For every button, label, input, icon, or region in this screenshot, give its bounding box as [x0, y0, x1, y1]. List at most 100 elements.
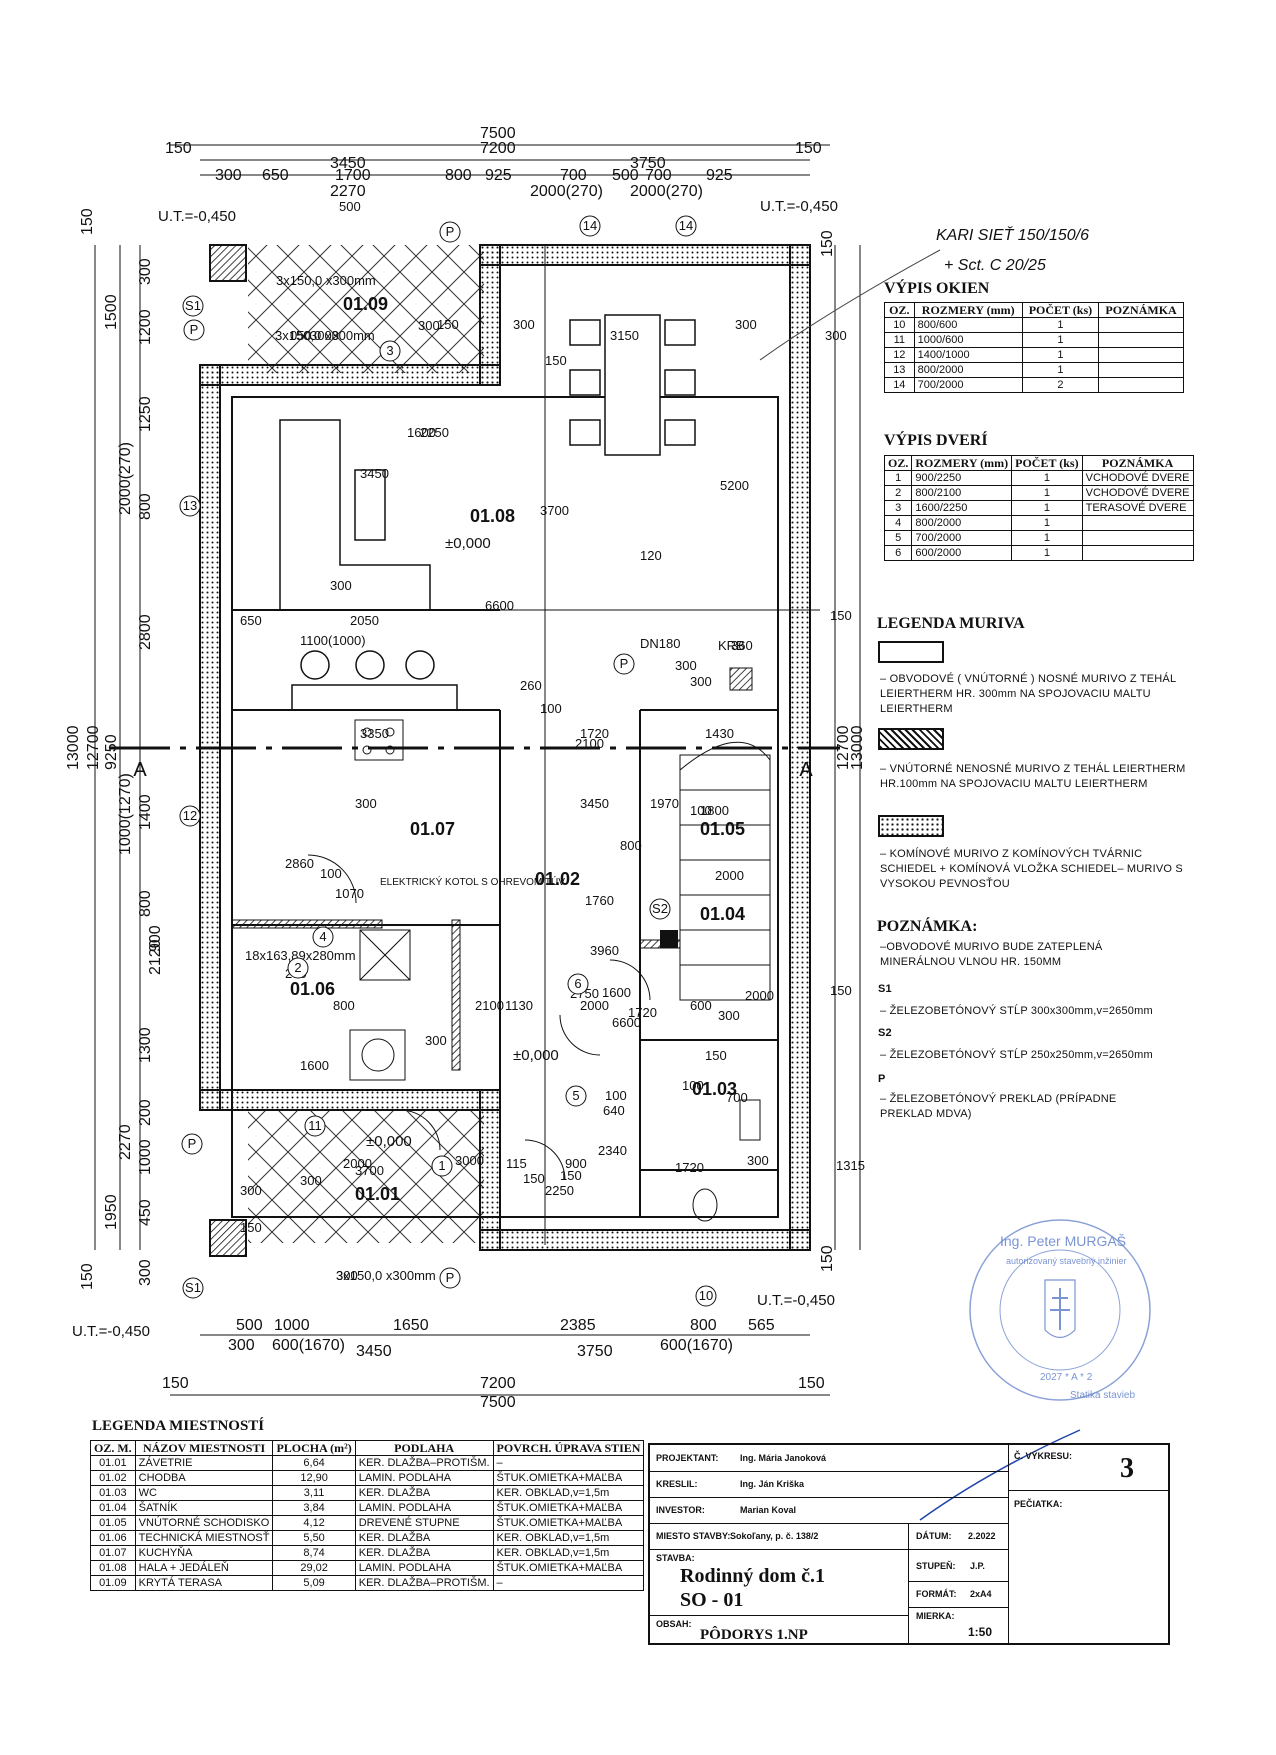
note-title: POZNÁMKA:: [877, 918, 978, 935]
table-cell: VCHODOVÉ DVERE: [1081, 470, 1194, 486]
table-cell: 01.04: [90, 1500, 136, 1516]
dimension-label: 2000: [745, 988, 774, 1003]
floor-level-2: ±0,000: [513, 1047, 559, 1064]
dimension-label: 115: [506, 1156, 527, 1171]
dimension-label: 300: [355, 796, 377, 811]
note-s1: – ŽELEZOBETÓNOVÝ STĹP 300x300mm,v=2650mm: [880, 1005, 1153, 1017]
table-cell: 1: [1011, 530, 1083, 546]
table-cell: 12,90: [272, 1470, 356, 1486]
dimension-label: 2250: [420, 425, 449, 440]
table-cell: 01.07: [90, 1545, 136, 1561]
table-cell: ŠTUK.OMIETKA+MAĽBA: [492, 1500, 645, 1516]
rooms-legend-title: LEGENDA MIESTNOSTÍ: [92, 1418, 265, 1434]
table-cell: 1: [883, 470, 913, 486]
dimension-label: 300: [418, 318, 440, 333]
room-label: 01.07: [410, 819, 455, 839]
dimension-label: 1800: [700, 803, 729, 818]
dimension-label: 925: [485, 167, 512, 184]
dimension-label: 3350: [360, 726, 389, 741]
dimension-label: 900: [147, 925, 164, 952]
table-cell: 800/2100: [911, 485, 1013, 501]
dimension-label: 100: [540, 701, 562, 716]
dimension-label: 500: [612, 167, 639, 184]
dimension-label: 640: [603, 1103, 625, 1118]
table-cell: KRYTÁ TERASA: [134, 1575, 274, 1591]
table-cell: ZÁVETRIE: [134, 1455, 274, 1471]
table-cell: 1400/1000: [913, 347, 1023, 363]
table-cell: 01.06: [90, 1530, 136, 1546]
table-cell: 1: [1011, 485, 1083, 501]
dimension-label: 500: [236, 1317, 263, 1334]
dimension-label: 1600: [602, 985, 631, 1000]
table-cell: ŠTUK.OMIETKA+MAĽBA: [492, 1560, 645, 1576]
toilet: [692, 1099, 761, 1222]
plan-mark: 13: [183, 498, 197, 513]
dimension-label: 700: [560, 167, 587, 184]
table-cell: [1081, 530, 1194, 546]
dimension-label: 150: [79, 1263, 96, 1290]
svg-text:2027 * A * 2: 2027 * A * 2: [1040, 1372, 1093, 1383]
dimension-label: 300: [215, 167, 242, 184]
dimension-label: 150: [795, 140, 822, 157]
dimension-label: 150: [545, 353, 567, 368]
dimension-label: 3x150,0 x300mm: [275, 328, 375, 343]
room-label: 01.09: [343, 294, 388, 314]
table-cell: KER. OBKLAD,v=1,5m: [492, 1545, 645, 1561]
table-cell: 14: [884, 377, 915, 393]
dimension-label: 7500: [480, 1394, 516, 1411]
dimension-label: 2000: [715, 868, 744, 883]
table-cell: 1: [1021, 362, 1100, 378]
dimension-label: 1720: [580, 726, 609, 741]
plan-mark: 12: [183, 808, 197, 823]
table-cell: 11: [884, 332, 915, 348]
p-mark: P: [878, 1073, 886, 1085]
dimension-label: 100: [682, 1078, 704, 1093]
table-cell: TECHNICKÁ MIESTNOSŤ: [134, 1530, 274, 1546]
boiler: [349, 929, 411, 1081]
floor-level-1: ±0,000: [445, 535, 491, 552]
handwritten-note-2: + Sct. C 20/25: [944, 257, 1046, 274]
dimension-label: 9250: [103, 734, 120, 770]
plan-mark: P: [446, 1270, 455, 1285]
table-cell: VNÚTORNÉ SCHODISKO: [134, 1515, 274, 1531]
table-cell: –: [492, 1575, 645, 1591]
dimension-label: 150: [523, 1171, 545, 1186]
dimension-label: 300: [240, 1183, 262, 1198]
dimension-label: 300: [137, 258, 154, 285]
dimension-label: 2000(270): [630, 183, 703, 200]
dimension-label: 150: [705, 1048, 727, 1063]
table-cell: 01.08: [90, 1560, 136, 1576]
plan-mark: S1: [185, 298, 201, 313]
dimension-label: 1200: [137, 309, 154, 345]
masonry-legend-item: – OBVODOVÉ ( VNÚTORNÉ ) NOSNÉ MURIVO Z T…: [880, 673, 1176, 715]
table-cell: 4: [883, 515, 913, 531]
dimension-label: 1000: [274, 1317, 310, 1334]
room-label: 01.08: [470, 506, 515, 526]
table-cell: ŠTUK.OMIETKA+MAĽBA: [492, 1470, 645, 1486]
terrace-floor: [248, 245, 484, 373]
table-cell: KER. DLAŽBA: [354, 1485, 494, 1501]
table-cell: 01.02: [90, 1470, 136, 1486]
dimension-label: 2270: [117, 1124, 134, 1160]
room-label: 01.04: [700, 904, 745, 924]
table-cell: 01.03: [90, 1485, 136, 1501]
dimension-label: 13000: [849, 725, 866, 770]
dimension-label: 360: [731, 638, 753, 653]
dimension-label: 3450: [330, 155, 366, 172]
note-text: –OBVODOVÉ MURIVO BUDE ZATEPLENÁ MINERÁLN…: [880, 941, 1103, 968]
dimension-label: 300: [718, 1008, 740, 1023]
table-cell: 1: [1011, 515, 1083, 531]
dimension-label: 800: [445, 167, 472, 184]
dimension-label: 18x163,89x280mm: [245, 948, 356, 963]
dimension-label: 3x150,0 x300mm: [276, 273, 376, 288]
masonry-legend-item: – VNÚTORNÉ NENOSNÉ MURIVO Z TEHÁL LEIERT…: [880, 763, 1186, 790]
table-cell: ŠTUK.OMIETKA+MAĽBA: [492, 1515, 645, 1531]
